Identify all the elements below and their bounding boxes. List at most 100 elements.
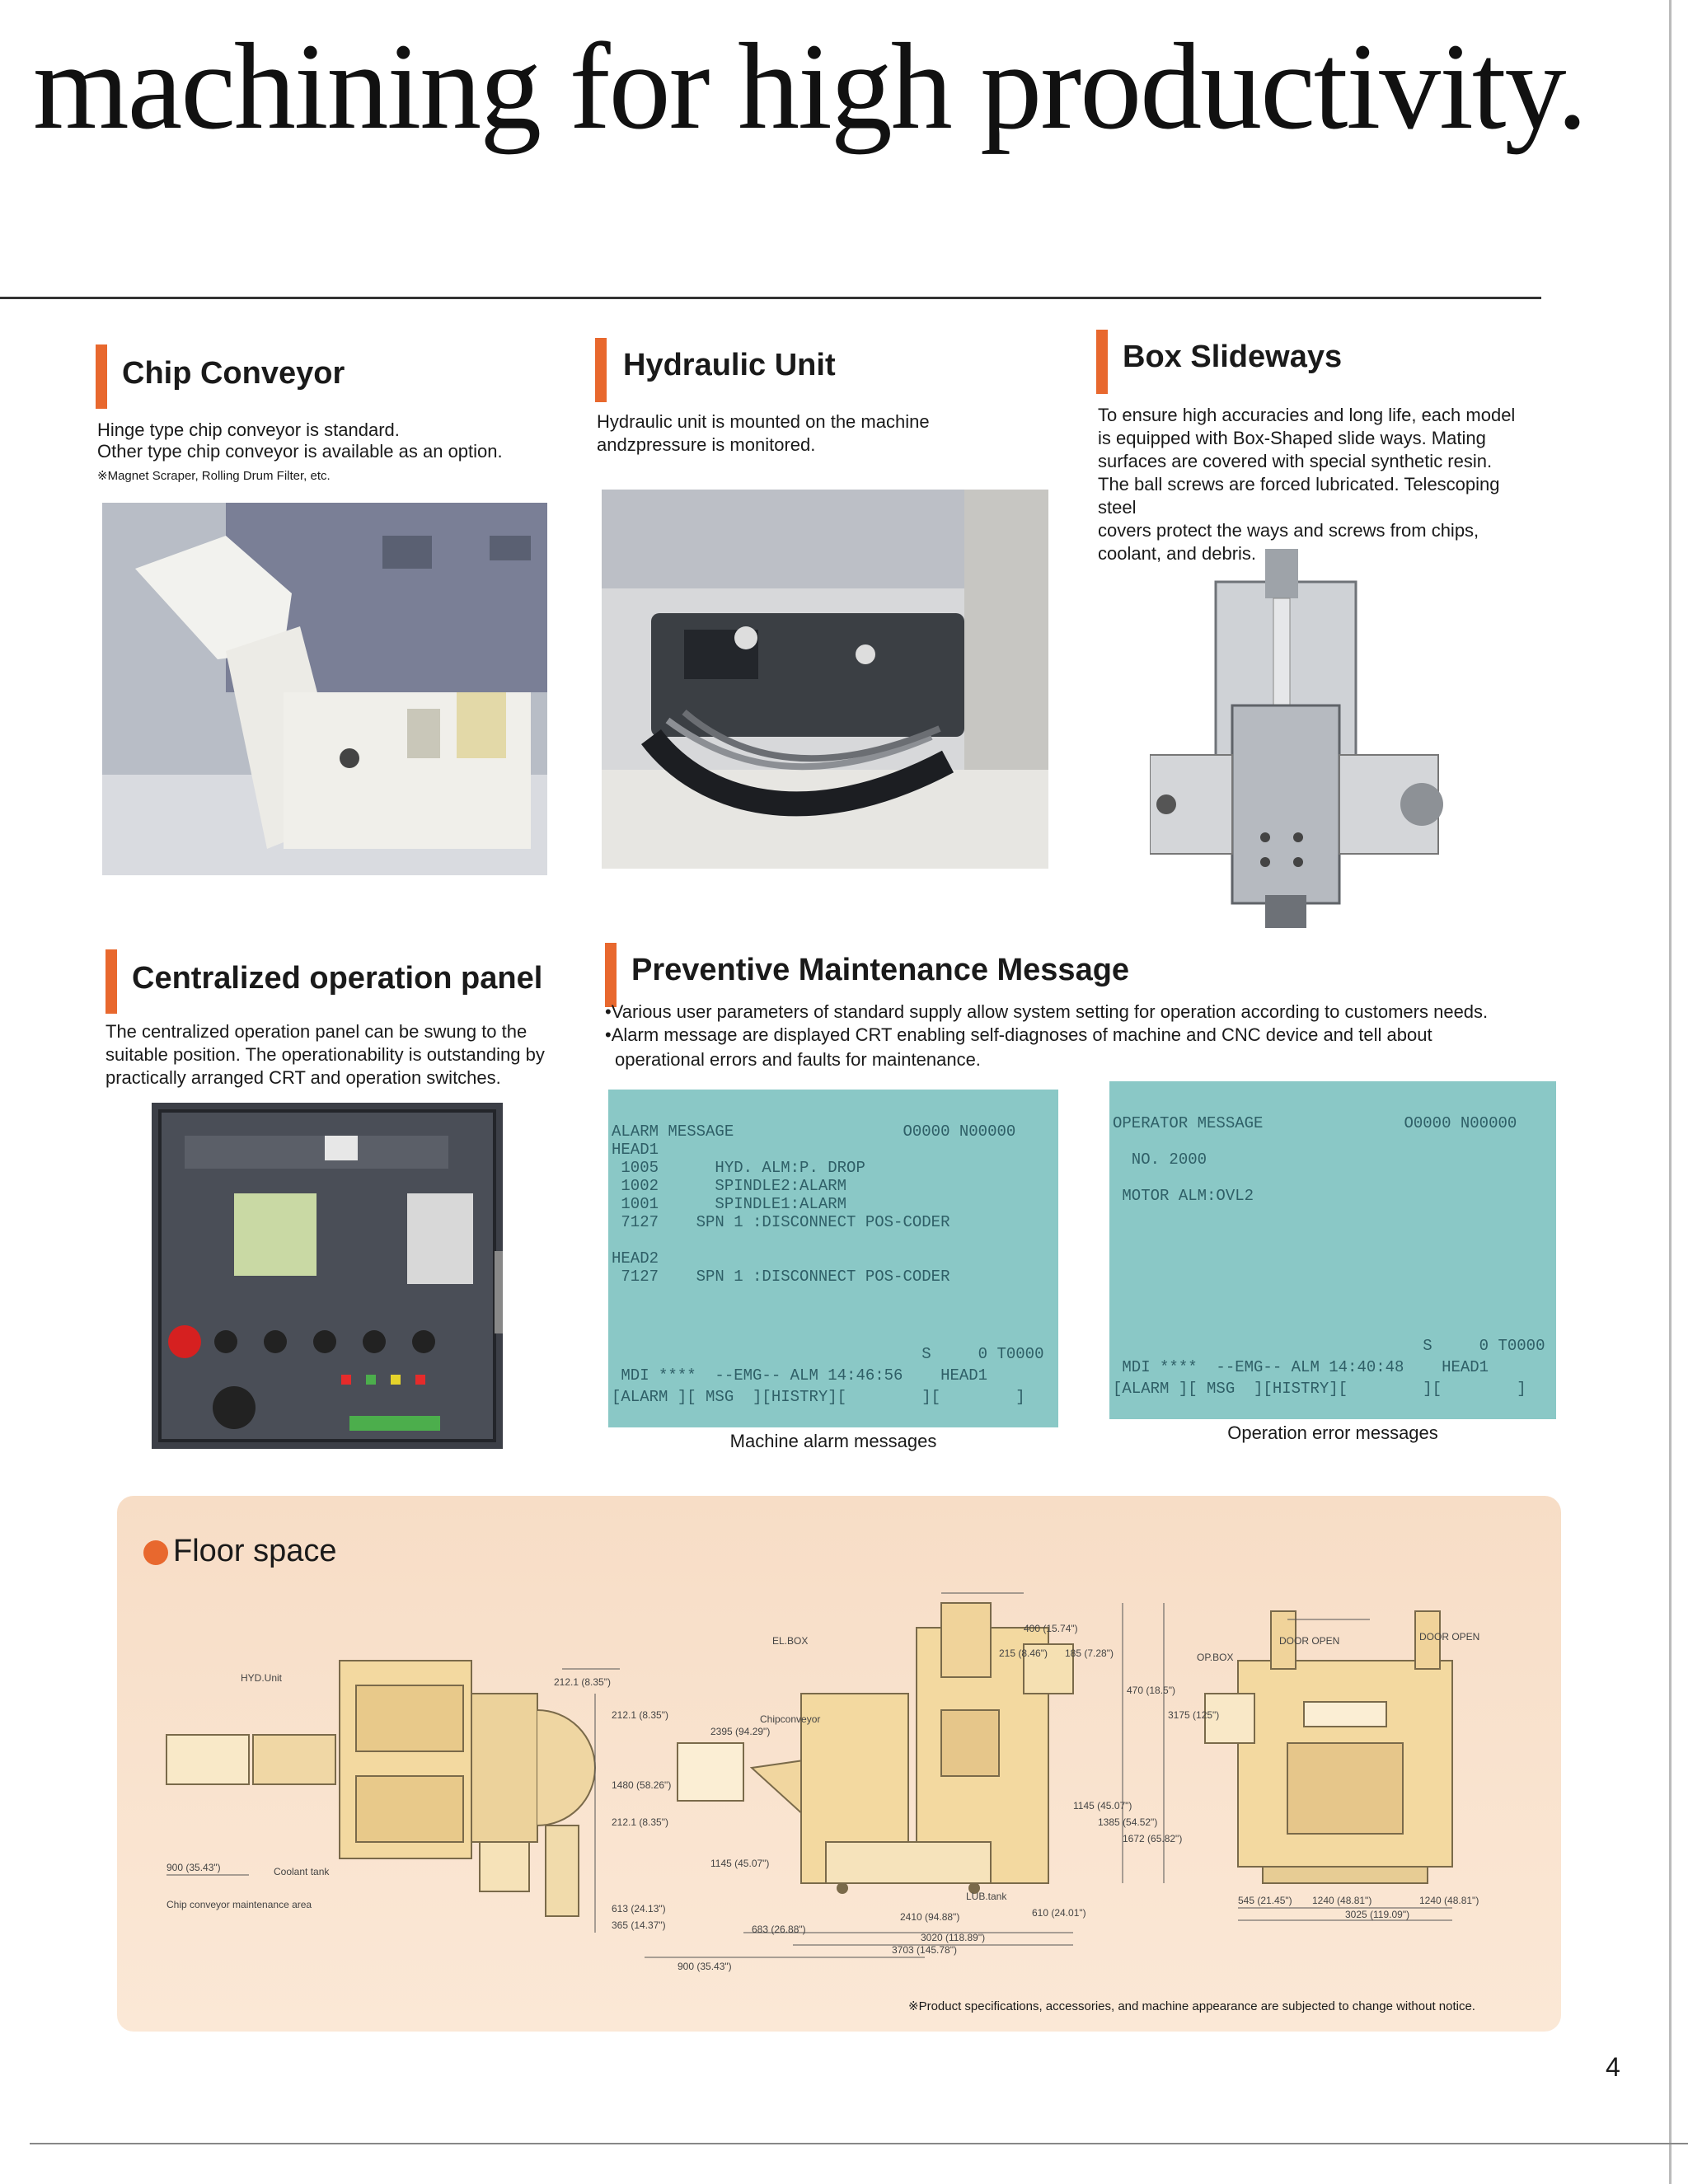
screen-line: 7127 SPN 1 :DISCONNECT POS-CODER xyxy=(612,1213,950,1231)
dimension-label: 1145 (45.07") xyxy=(1073,1800,1132,1811)
spec-notice: ※Product specifications, accessories, an… xyxy=(908,1999,1475,2013)
screen-line: OPERATOR MESSAGE O0000 N00000 xyxy=(1113,1114,1517,1132)
section-marker xyxy=(96,344,107,409)
operation-panel-title: Centralized operation panel xyxy=(132,961,543,996)
section-marker xyxy=(605,943,617,1007)
chip-conveyor-title: Chip Conveyor xyxy=(122,356,345,391)
dimension-label: 3175 (125") xyxy=(1168,1709,1219,1721)
dimension-label: 1672 (65.82") xyxy=(1123,1833,1182,1844)
screen-line: 1002 SPINDLE2:ALARM xyxy=(612,1177,847,1195)
dimension-label: 3703 (145.78") xyxy=(892,1944,957,1956)
maintenance-bullet-2-cont: operational errors and faults for mainte… xyxy=(615,1049,981,1070)
dimension-label: 212.1 (8.35") xyxy=(554,1676,611,1688)
el-box-label: EL.BOX xyxy=(772,1635,808,1647)
bullet-dot-icon xyxy=(143,1540,168,1565)
divider-rule xyxy=(0,297,1541,299)
chip-conveyor-text-1: Hinge type chip conveyor is standard. xyxy=(97,419,400,440)
floor-space-title: Floor space xyxy=(173,1534,337,1568)
chip-conveyor-note: ※Magnet Scraper, Rolling Drum Filter, et… xyxy=(97,469,331,483)
dimension-label: 212.1 (8.35") xyxy=(612,1709,668,1721)
chip-conveyor-photo xyxy=(102,503,547,875)
box-slideways-title: Box Slideways xyxy=(1123,340,1343,374)
screen-line: 1001 SPINDLE1:ALARM xyxy=(612,1195,847,1213)
dimension-label: 1240 (48.81") xyxy=(1312,1895,1372,1906)
dimension-label: 1480 (58.26") xyxy=(612,1779,671,1791)
hydraulic-unit-title: Hydraulic Unit xyxy=(623,348,836,382)
screen-line: 1005 HYD. ALM:P. DROP xyxy=(612,1159,865,1177)
box-slideways-line: coolant, and debris. xyxy=(1098,543,1257,564)
chip-area-label: Chip conveyor maintenance area xyxy=(166,1899,312,1910)
screen-line: HEAD1 xyxy=(612,1141,659,1159)
op-box-label: OP.BOX xyxy=(1197,1652,1233,1663)
dimension-label: 215 (8.46") xyxy=(999,1647,1048,1659)
operation-panel-line: The centralized operation panel can be s… xyxy=(106,1021,528,1042)
maintenance-bullet-2: •Alarm message are displayed CRT enablin… xyxy=(605,1024,1432,1045)
screen-line: NO. 2000 xyxy=(1113,1151,1207,1169)
screen-line: S 0 T0000 xyxy=(1113,1337,1545,1355)
hyd-unit-label: HYD.Unit xyxy=(241,1672,283,1684)
dimension-label: 1240 (48.81") xyxy=(1419,1895,1479,1906)
page-headline: machining for high productivity. xyxy=(33,18,1587,155)
dimension-label: 545 (21.45") xyxy=(1238,1895,1292,1906)
box-slideways-illustration xyxy=(1149,549,1455,936)
screen-softkeys: [ALARM ][ MSG ][HISTRY][ ][ ] xyxy=(1113,1380,1526,1398)
coolant-tank-label: Coolant tank xyxy=(274,1866,330,1877)
maintenance-bullet-1: •Various user parameters of standard sup… xyxy=(605,1001,1489,1022)
dimension-label: 470 (18.5") xyxy=(1127,1685,1175,1696)
page-number: 4 xyxy=(1606,2052,1620,2082)
dimension-label: 2410 (94.88") xyxy=(900,1911,959,1923)
operation-panel-line: suitable position. The operationability … xyxy=(106,1044,545,1065)
dimension-label: 3025 (119.09") xyxy=(1345,1909,1409,1920)
operation-panel-line: practically arranged CRT and operation s… xyxy=(106,1067,501,1088)
dimension-label: 683 (26.88") xyxy=(752,1924,806,1935)
dimension-label: 3020 (118.89") xyxy=(921,1932,985,1943)
operation-panel-photo xyxy=(152,1103,503,1449)
box-slideways-line: is equipped with Box-Shaped slide ways. … xyxy=(1098,428,1486,448)
alarm-message-screen: ALARM MESSAGE O0000 N00000 HEAD1 1005 HY… xyxy=(608,1090,1058,1427)
maintenance-title: Preventive Maintenance Message xyxy=(631,953,1130,987)
dimension-label: 613 (24.13") xyxy=(612,1903,666,1915)
box-slideways-line: covers protect the ways and screws from … xyxy=(1098,520,1479,541)
screen-status-line: MDI **** --EMG-- ALM 14:46:56 HEAD1 xyxy=(612,1366,988,1385)
operation-panel-text: The centralized operation panel can be s… xyxy=(106,1020,567,1090)
dimension-label: 1385 (54.52") xyxy=(1098,1816,1157,1828)
screen-line: 7127 SPN 1 :DISCONNECT POS-CODER xyxy=(612,1268,950,1286)
dimension-label: 212.1 (8.35") xyxy=(612,1816,668,1828)
screen-line: S 0 T0000 xyxy=(612,1345,1044,1363)
floor-plan-drawings: HYD.Unit Chip conveyor maintenance area … xyxy=(166,1592,1479,1972)
section-marker xyxy=(106,949,117,1014)
bottom-rule xyxy=(30,2143,1688,2144)
box-slideways-line: The ball screws are forced lubricated. T… xyxy=(1098,474,1500,518)
screen-line: ALARM MESSAGE O0000 N00000 xyxy=(612,1122,1016,1141)
screen-line: MOTOR ALM:OVL2 xyxy=(1113,1187,1254,1205)
dimension-label: 610 (24.01") xyxy=(1032,1907,1086,1919)
section-marker xyxy=(1096,330,1108,394)
section-marker xyxy=(595,338,607,402)
dimension-label: 400 (15.74") xyxy=(1024,1623,1078,1634)
dimension-label: 185 (7.28") xyxy=(1065,1647,1114,1659)
hydraulic-unit-photo xyxy=(602,490,1048,869)
door-open-label: DOOR OPEN xyxy=(1419,1631,1479,1643)
hydraulic-unit-text-2: andzpressure is monitored. xyxy=(597,434,816,455)
screen-status-line: MDI **** --EMG-- ALM 14:40:48 HEAD1 xyxy=(1113,1358,1489,1376)
page-edge xyxy=(1669,0,1672,2184)
dimension-label: 900 (35.43") xyxy=(678,1961,732,1972)
dimension-label: 900 (35.43") xyxy=(166,1862,221,1873)
alarm-screen-caption: Machine alarm messages xyxy=(729,1431,937,1451)
floor-space-panel: Floor space xyxy=(117,1496,1561,2032)
box-slideways-line: To ensure high accuracies and long life,… xyxy=(1098,405,1516,425)
operator-message-screen: OPERATOR MESSAGE O0000 N00000 NO. 2000 M… xyxy=(1109,1081,1556,1419)
dimension-label: 365 (14.37") xyxy=(612,1919,666,1931)
box-slideways-text: To ensure high accuracies and long life,… xyxy=(1098,404,1543,565)
hydraulic-unit-text-1: Hydraulic unit is mounted on the machine xyxy=(597,411,930,432)
door-open-label: DOOR OPEN xyxy=(1279,1635,1339,1647)
dimension-label: 2395 (94.29") xyxy=(710,1726,770,1737)
chip-conveyor-text-2: Other type chip conveyor is available as… xyxy=(97,441,503,462)
lub-tank-label: LUB.tank xyxy=(966,1891,1007,1902)
dimension-label: 1145 (45.07") xyxy=(710,1858,769,1869)
box-slideways-line: surfaces are covered with special synthe… xyxy=(1098,451,1493,471)
chipconveyor-label: Chipconveyor xyxy=(760,1713,820,1725)
operator-screen-caption: Operation error messages xyxy=(1227,1422,1438,1443)
screen-softkeys: [ALARM ][ MSG ][HISTRY][ ][ ] xyxy=(612,1388,1025,1406)
screen-line: HEAD2 xyxy=(612,1249,659,1268)
